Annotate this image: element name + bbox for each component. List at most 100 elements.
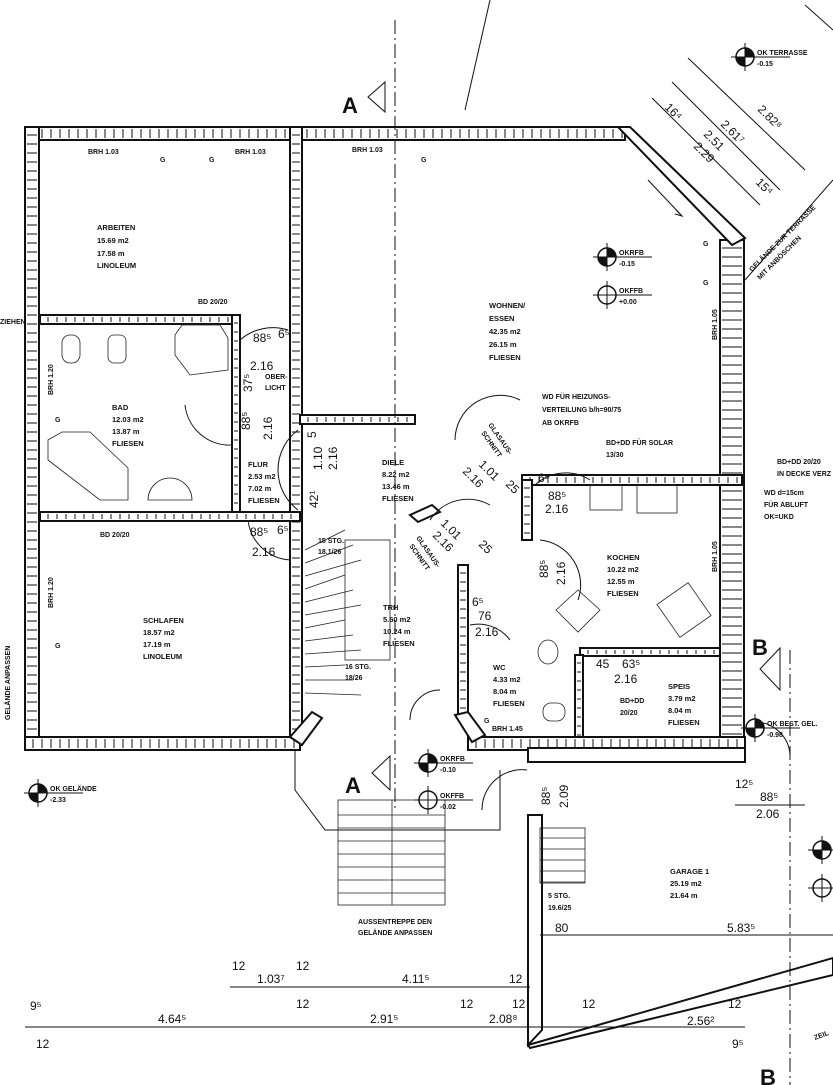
glazing-label: G: [703, 241, 709, 248]
oven-icon: [589, 484, 623, 511]
dim-text: 80: [555, 921, 569, 935]
stair-note: 15 STG.: [318, 538, 344, 545]
dim-text: 15⁴: [753, 175, 776, 198]
ziehen-note: ZIEHEN: [0, 319, 26, 326]
room-name: TRH: [383, 603, 398, 612]
wall-segment: [408, 503, 442, 524]
level-label: OK GELÄNDE: [50, 785, 97, 793]
dim-text: 76: [478, 609, 492, 623]
section-a-bottom: A: [345, 773, 361, 798]
oberlicht-label: OBER-: [265, 374, 288, 381]
section-arrow-icon: [371, 754, 391, 792]
level-marker: OK BEST. GEL.-0.98: [741, 714, 818, 742]
room-area: 12.03 m2: [112, 415, 144, 424]
wall-segment: [39, 314, 239, 325]
wall-segment: [24, 126, 296, 141]
stair-note: 18.1/26: [318, 549, 341, 556]
dim-text: 6⁵: [277, 523, 289, 537]
room-labels: ARBEITEN 15.69 m2 17.58 m LINOLEUM BAD 1…: [97, 223, 709, 900]
stair-note: 18/26: [345, 675, 363, 682]
dim-text: 4.64⁵: [158, 1012, 186, 1026]
wall-segment: [24, 126, 40, 751]
dim-text: 37⁵: [241, 374, 255, 392]
bidet-icon: [107, 334, 127, 364]
dim-text: 2.91⁵: [370, 1012, 398, 1026]
room-perimeter: 26.15 m: [489, 340, 517, 349]
glazing-label: G: [703, 280, 709, 287]
room-name: SPEIS: [668, 682, 690, 691]
room-area: 2.53 m2: [248, 472, 276, 481]
level-value: +0.00: [619, 299, 637, 306]
dim-text: 2.82⁸: [755, 102, 785, 132]
walls: [24, 126, 833, 1050]
dim-text: 88⁵: [539, 787, 553, 805]
level-marker: OKFFB+0.00: [593, 281, 652, 309]
room-floor: FLIESEN: [383, 639, 415, 648]
heizung-note: AB OKRFB: [542, 420, 579, 427]
level-label: OKFFB: [440, 793, 464, 800]
dim-text: 2.16: [252, 545, 276, 559]
dim-text: 2.16: [261, 416, 275, 440]
dim-text: 12: [232, 959, 246, 973]
dim-text: 9⁵: [30, 999, 42, 1013]
room-floor: FLIESEN: [489, 353, 521, 362]
level-value: -0.15: [757, 61, 773, 68]
aussentreppe-note: AUSSENTREPPE DEN: [358, 919, 432, 926]
dim-text: 2.16: [614, 672, 638, 686]
room-perimeter: 8.04 m: [668, 706, 692, 715]
brh-label: BRH 1.03: [352, 147, 383, 154]
room-name: ARBEITEN: [97, 223, 135, 232]
dim-text: 12: [509, 972, 523, 986]
room-area: 18.57 m2: [143, 628, 175, 637]
dimension-lines: [25, 57, 833, 1028]
level-value: -0.98: [767, 732, 783, 739]
terrace-outline: [464, 0, 833, 281]
fixtures: [47, 324, 712, 722]
wall-segment: [521, 479, 533, 541]
dim-text: 88⁵: [239, 412, 253, 430]
room-area: 5.60 m2: [383, 615, 411, 624]
level-symbol-icon: [414, 786, 473, 814]
room-perimeter: 7.02 m: [248, 484, 272, 493]
stair-tread: [304, 664, 346, 668]
wc-toilet-icon: [542, 702, 566, 722]
wall-segment: [299, 414, 416, 425]
dim-text: 2.56²: [687, 1014, 714, 1028]
room-area: 8.22 m2: [382, 470, 410, 479]
toilet-icon: [61, 334, 81, 364]
dim-text: 5.83⁵: [727, 921, 755, 935]
room-trh: TRH 5.60 m2 10.24 m FLIESEN: [383, 603, 415, 648]
wall-segment: [579, 647, 721, 657]
room-perimeter: 13.87 m: [112, 427, 140, 436]
aussentreppe-note: GELÄNDE ANPASSEN: [358, 929, 432, 937]
level-value: -0.15: [619, 261, 635, 268]
section-b-right: B: [752, 635, 768, 660]
room-floor: FLIESEN: [382, 494, 414, 503]
dim-text: 2.16: [475, 625, 499, 639]
stair-tread: [304, 649, 362, 655]
bathtub-icon: [47, 431, 129, 501]
room-perimeter: 8.04 m: [493, 687, 517, 696]
bd-label: BD 20/20: [100, 532, 130, 539]
room-bad: BAD 12.03 m2 13.87 m FLIESEN: [112, 403, 144, 448]
dim-text: 2.16: [554, 561, 568, 585]
level-marker: OKRFB-0.15: [593, 243, 652, 271]
level-label: OKRFB: [440, 756, 465, 763]
washbasin-icon: [147, 477, 193, 501]
brh-label: BRH 1.05: [712, 541, 719, 572]
dim-text: 2.06: [756, 807, 780, 821]
bd-label: BD+DD: [620, 698, 644, 705]
room-name: GARAGE 1: [670, 867, 709, 876]
dim-text: 12: [582, 997, 596, 1011]
dim-text: 88⁵: [537, 560, 551, 578]
room-area: 25.19 m2: [670, 879, 702, 888]
wc-washbasin-icon: [537, 639, 559, 665]
stair-treads: [304, 529, 586, 906]
room-garage: GARAGE 1 25.19 m2 21.64 m: [670, 867, 709, 900]
glazing-label: G: [484, 718, 490, 725]
level-marker: OK GELÄNDE-2.33: [24, 779, 97, 807]
dim-text: 12: [460, 997, 474, 1011]
wall-segment: [615, 126, 747, 247]
dim-text: 2.16: [545, 502, 569, 516]
